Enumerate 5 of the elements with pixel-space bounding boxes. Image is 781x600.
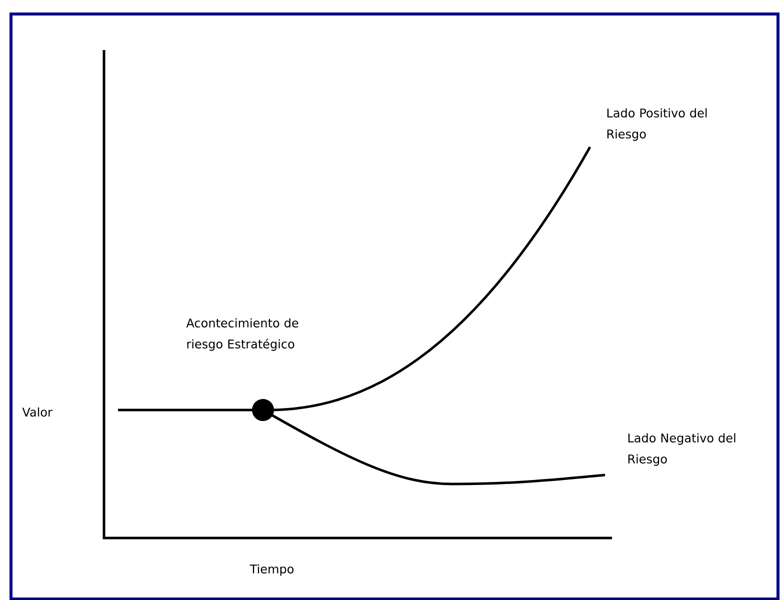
event-label: Acontecimiento de riesgo Estratégico bbox=[186, 318, 298, 351]
curve-label: Lado Negativo del Riesgo bbox=[628, 433, 736, 466]
curve-label: Lado Positivo del Riesgo bbox=[607, 108, 707, 141]
axis-label: Valor bbox=[22, 407, 52, 417]
axis-label: Tiempo bbox=[250, 564, 294, 576]
